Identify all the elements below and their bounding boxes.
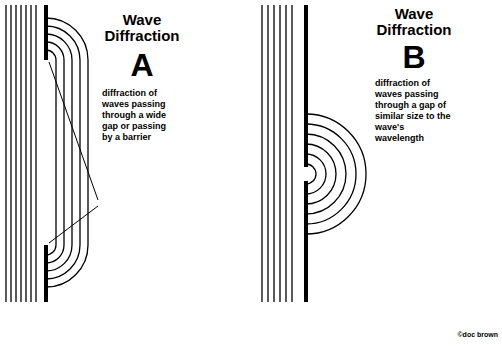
panel-letter: A — [102, 48, 182, 82]
description: diffraction of waves passing through a w… — [102, 88, 178, 143]
leader-lines — [49, 62, 98, 243]
copyright-note: ©doc brown — [430, 330, 498, 339]
plane-waves-b — [262, 5, 292, 302]
description: diffraction of waves passing through a g… — [375, 78, 453, 144]
heading: Wave Diffraction — [374, 6, 454, 38]
diffracted-waves-b — [306, 114, 366, 234]
diffracted-waves-a — [46, 18, 88, 287]
panel-letter: B — [374, 40, 454, 74]
plane-waves-a — [6, 5, 36, 302]
heading: Wave Diffraction — [102, 12, 182, 44]
